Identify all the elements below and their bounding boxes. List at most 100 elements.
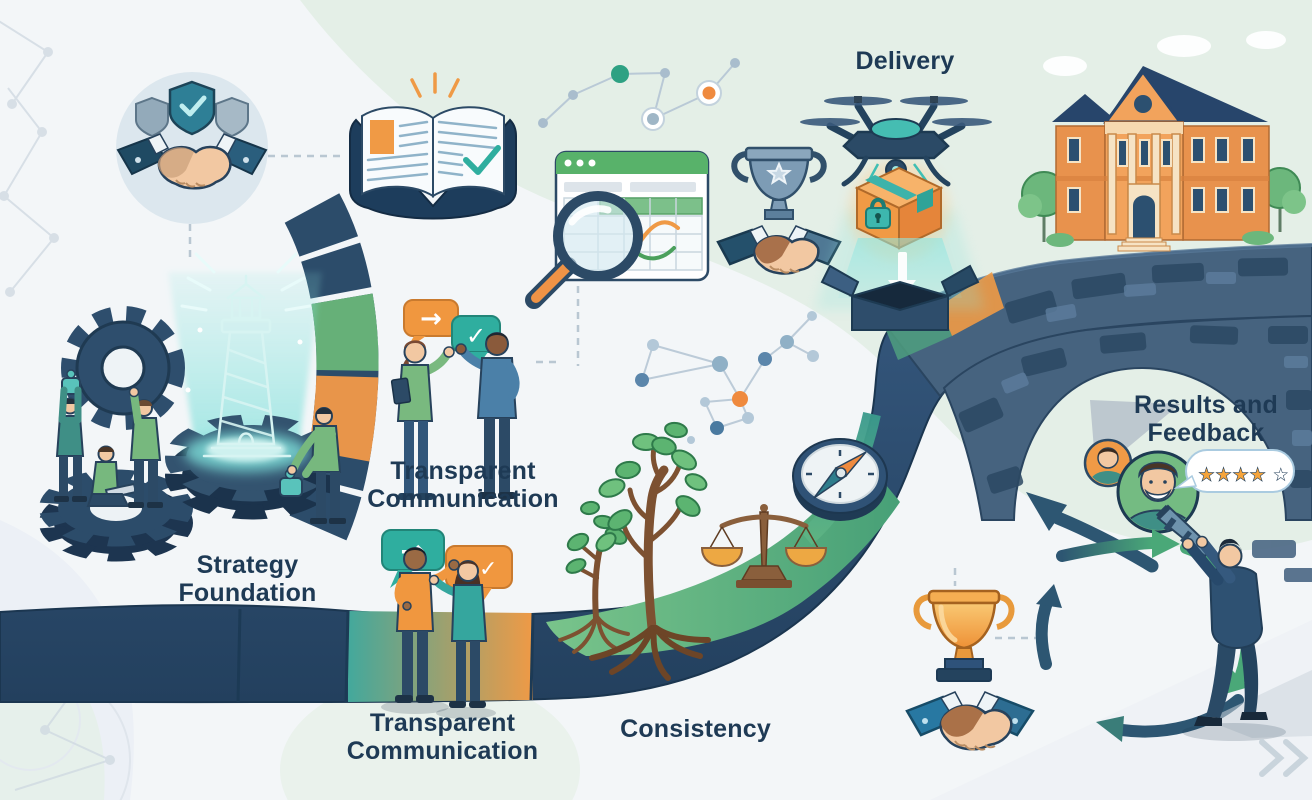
shield-icon-left (135, 96, 169, 138)
book-image-block (370, 120, 394, 154)
stage-label-transparent-communication-lower: Transparent Communication (346, 709, 539, 765)
windows (1067, 137, 1255, 213)
man-shadow-wedge (1206, 670, 1312, 738)
rating-bubble: ★★★★ ☆ (1173, 449, 1295, 493)
book-check-icon (463, 145, 501, 175)
cloud (1157, 35, 1211, 57)
clipboard-icon (390, 377, 412, 405)
cloud (1246, 31, 1286, 49)
road-seam (529, 612, 535, 701)
person-man-upper (455, 332, 520, 499)
stage-label-strategy-foundation: Strategy Foundation (178, 551, 317, 607)
magnifier-icon (525, 191, 643, 309)
gear-icon-upper (61, 306, 185, 430)
book-rays (410, 72, 460, 98)
talk-pair-lower: → ✓✓ (381, 529, 513, 719)
trust-badge (116, 72, 268, 224)
bridge-stones-light (1001, 272, 1312, 446)
trophy-icon-bottom (913, 589, 1015, 682)
stage-label-delivery: Delivery (855, 47, 955, 75)
tree-left (1018, 171, 1067, 242)
tree-leaves (595, 421, 708, 552)
chart-line-orange (638, 220, 680, 244)
shield-check-icon (168, 80, 216, 136)
strategy-scene (39, 252, 346, 562)
delivery-scene (800, 96, 992, 331)
pediment-window (1134, 95, 1152, 113)
feedback-avatars: ★★★★ ☆ (1083, 438, 1295, 534)
star-rating: ★★★★ ☆ (1198, 464, 1289, 486)
trophy-star (766, 161, 792, 185)
road-gradient-band (348, 611, 533, 702)
bridge-stones-dark (958, 257, 1312, 494)
check-glyph: ✓ (466, 322, 486, 350)
worker-pusher (279, 407, 346, 524)
building-illustration (1018, 31, 1306, 252)
road-seam (344, 610, 350, 703)
constellation-top (538, 58, 740, 131)
orange-node (702, 86, 716, 100)
book-text-lines (366, 120, 498, 182)
lock-icon (865, 197, 891, 229)
chevron-decor (1259, 739, 1309, 777)
open-box-icon (820, 264, 980, 331)
tree-large (589, 421, 711, 681)
avatar-small (1083, 438, 1133, 488)
handshake-icon-top (716, 225, 842, 275)
arrowhead (1036, 584, 1062, 608)
lighthouse-beam (168, 272, 322, 452)
green-hill (546, 456, 900, 656)
constellation-left (0, 20, 59, 297)
stage-label-results-feedback: Results and Feedback (1134, 391, 1278, 447)
lighthouse-rays (180, 252, 312, 312)
arrowhead (1152, 529, 1180, 558)
person-woman-upper (390, 340, 455, 500)
steps (1117, 237, 1171, 252)
shield-icon-right (215, 96, 249, 138)
cloud (1043, 56, 1087, 76)
stars-filled: ★★★★ (1198, 464, 1266, 486)
worker-reacher (128, 386, 163, 508)
worker-laptop (86, 445, 138, 507)
trophy-handshake-bottom (905, 589, 1035, 751)
puzzle-piece (279, 477, 303, 497)
scales-icon (700, 504, 828, 588)
arrowhead (1026, 492, 1067, 531)
road-seam (236, 608, 242, 703)
roof-left (1052, 94, 1118, 122)
dashed-connectors (188, 154, 1038, 640)
package-tape (865, 175, 917, 200)
book-icon (349, 72, 517, 220)
arrowhead (1096, 716, 1124, 742)
mint-blob-bottomcenter (280, 675, 580, 800)
star-empty: ☆ (1272, 464, 1289, 486)
arrow-glyph: → (420, 304, 442, 334)
scattered-stones (1252, 540, 1312, 582)
stage-label-consistency: Consistency (620, 715, 771, 743)
tree-roots (589, 625, 711, 681)
bush (1046, 233, 1074, 247)
bridge (884, 243, 1312, 582)
package-icon (854, 166, 944, 250)
lighthouse-icon (180, 252, 312, 458)
trophy-handshake-top (716, 146, 842, 275)
handshake-icon-bottom (905, 691, 1035, 751)
stage-label-transparent-communication-upper: Transparent Communication (367, 457, 559, 513)
constellation-center (635, 311, 819, 444)
drone-canopy (870, 118, 922, 140)
trophy-icon-top (731, 146, 827, 220)
tree-small (558, 500, 630, 654)
handshake-icon (116, 133, 268, 190)
compass-icon (792, 438, 888, 521)
green-node (611, 65, 629, 83)
person-woman-lower (428, 560, 496, 719)
person-man-lower (381, 547, 460, 714)
orange-node (732, 391, 748, 407)
worker-climber (54, 369, 87, 502)
arch-door (1133, 195, 1155, 238)
spreadsheet-icon (525, 150, 710, 309)
road-ramp-orange-segment (284, 193, 379, 541)
drone-icon (800, 96, 992, 187)
talk-pair-upper: → ✓ (390, 299, 520, 500)
